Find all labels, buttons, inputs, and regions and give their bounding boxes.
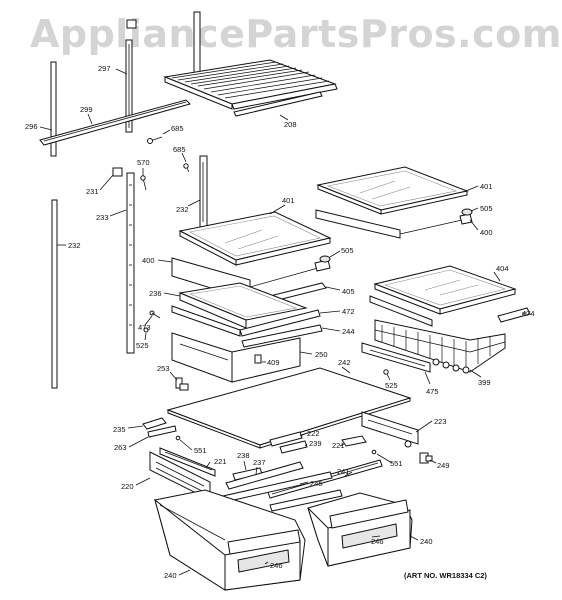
rail-223	[361, 411, 419, 448]
label-505-right: 505	[480, 204, 493, 213]
rail-475	[361, 342, 431, 373]
rail-472	[171, 305, 321, 337]
shelf-404	[373, 265, 517, 315]
screw-570	[140, 175, 147, 191]
rail-263	[147, 425, 177, 438]
clip-253	[175, 377, 189, 391]
rail-221-left	[159, 447, 216, 477]
label-241: 241	[337, 467, 350, 476]
bracket-top	[126, 19, 137, 29]
label-244: 244	[342, 327, 355, 336]
label-525-right: 525	[385, 381, 398, 390]
label-208: 208	[284, 120, 297, 129]
label-253: 253	[157, 364, 170, 373]
label-223: 223	[434, 417, 447, 426]
rail-297	[125, 39, 133, 133]
rail-235	[142, 417, 167, 430]
label-296: 296	[25, 122, 38, 131]
clip-249	[419, 452, 433, 464]
screw-685a	[147, 136, 163, 144]
label-239: 239	[309, 439, 322, 448]
basket-rollers	[432, 358, 470, 374]
label-297: 297	[98, 64, 111, 73]
screw-551-right	[371, 449, 377, 455]
label-263: 263	[114, 443, 127, 452]
label-250: 250	[315, 350, 328, 359]
label-551-right: 551	[390, 459, 403, 468]
label-237: 237	[253, 458, 266, 467]
label-299: 299	[80, 105, 93, 114]
label-401-right: 401	[480, 182, 493, 191]
rail-299	[39, 99, 191, 146]
label-222: 222	[307, 429, 320, 438]
rail-245b	[269, 489, 343, 512]
label-232-left: 232	[68, 241, 81, 250]
pan-240-right	[307, 492, 413, 567]
label-236: 236	[149, 289, 162, 298]
label-240-right: 240	[420, 537, 433, 546]
wire-shelf-208	[163, 59, 338, 117]
label-399: 399	[478, 378, 491, 387]
clip-505-right	[461, 208, 473, 216]
label-400-right: 400	[480, 228, 493, 237]
label-238: 238	[237, 451, 250, 460]
label-570: 570	[137, 158, 150, 167]
rail-221-right	[341, 435, 367, 447]
label-473: 473	[138, 323, 151, 332]
label-474: 474	[522, 309, 535, 318]
label-525-left: 525	[136, 341, 149, 350]
label-233: 233	[96, 213, 109, 222]
label-240-left: 240	[164, 571, 177, 580]
label-400-left: 400	[142, 256, 155, 265]
label-221-right: 221	[332, 441, 345, 450]
label-401-left: 401	[282, 196, 295, 205]
pan-250	[171, 332, 301, 383]
label-475: 475	[426, 387, 439, 396]
label-551-left: 551	[194, 446, 207, 455]
bracket-239	[279, 440, 308, 454]
rail-474	[497, 307, 531, 323]
clip-505-left	[319, 255, 331, 263]
label-235: 235	[113, 425, 126, 434]
rail-244	[241, 324, 323, 348]
label-246-left: 246	[270, 561, 283, 570]
screw-685b	[183, 163, 190, 173]
screw-525-left	[143, 327, 149, 333]
label-220: 220	[121, 482, 134, 491]
label-242: 242	[338, 358, 351, 367]
callouts: 297 296 299 685 685 208 231 570 233 232 …	[25, 64, 535, 580]
rail-232-left	[51, 199, 58, 389]
label-231: 231	[86, 187, 99, 196]
pan-240-left	[154, 489, 306, 591]
glass-shelf-401-left	[178, 211, 332, 266]
label-221-left: 221	[214, 457, 227, 466]
rail-296	[50, 61, 57, 157]
screw-525-right	[383, 369, 389, 375]
screw-551-left	[175, 435, 181, 441]
bracket-404-left	[369, 295, 433, 327]
label-249: 249	[437, 461, 450, 470]
label-246-right: 246	[371, 537, 384, 546]
art-number: (ART NO. WR18334 C2)	[404, 571, 487, 580]
rail-237	[225, 461, 304, 490]
label-472: 472	[342, 307, 355, 316]
shelf-bracket-400-right	[315, 209, 473, 239]
bracket-222	[269, 431, 303, 447]
label-409: 409	[267, 358, 280, 367]
glass-shelf-401-right	[316, 166, 469, 215]
label-232-center: 232	[176, 205, 189, 214]
label-245: 245	[310, 479, 323, 488]
label-404: 404	[496, 264, 509, 273]
rail-233	[126, 172, 135, 354]
label-685-a: 685	[171, 124, 184, 133]
clip-231	[112, 167, 123, 177]
rail-232-center	[199, 155, 208, 229]
label-405: 405	[342, 287, 355, 296]
screw-473	[149, 310, 161, 319]
label-505-left: 505	[341, 246, 354, 255]
basket-399	[374, 319, 506, 374]
label-685-b: 685	[173, 145, 186, 154]
